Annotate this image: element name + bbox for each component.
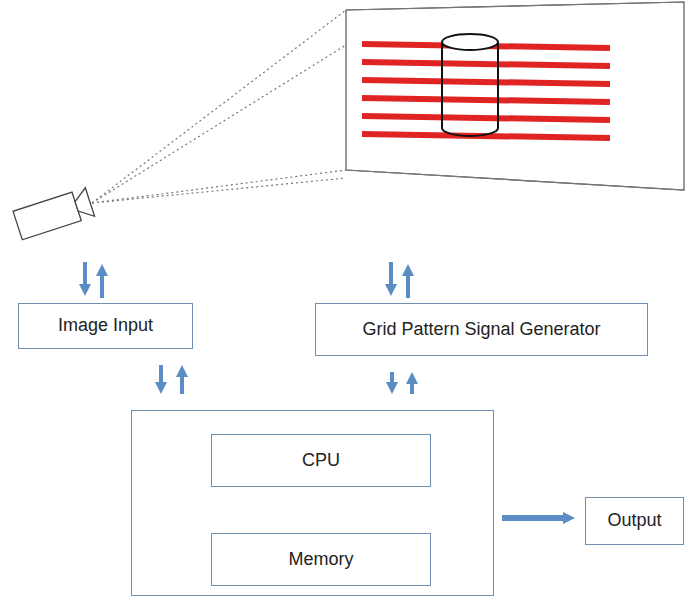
box-label: CPU (302, 450, 340, 472)
box-label: Image Input (58, 315, 153, 337)
cylinder-object (442, 34, 498, 136)
arrow-head (563, 512, 575, 524)
grid-stripes (362, 44, 610, 138)
arrow-shaft (159, 365, 163, 384)
device-arrows (79, 262, 414, 298)
flow-arrow (176, 365, 188, 394)
flow-arrow (502, 512, 575, 524)
input-box: Image Input (18, 303, 193, 349)
box-label: Grid Pattern Signal Generator (362, 319, 600, 341)
camera (13, 188, 95, 240)
projection-screen (346, 2, 684, 190)
arrow-shaft (502, 515, 565, 521)
flow-arrow (386, 372, 398, 394)
box-label: Memory (288, 549, 353, 571)
cpu-box: CPU (211, 434, 431, 487)
arrow-shaft (180, 375, 184, 394)
generator-box: Grid Pattern Signal Generator (315, 303, 648, 356)
arrow-head (386, 382, 398, 394)
box-label: Output (607, 510, 661, 532)
computer-box: CPU Memory (131, 410, 494, 596)
flow-arrow (406, 372, 418, 394)
arrow-head (155, 382, 167, 394)
arrow-head (176, 365, 188, 377)
projection-rays (92, 2, 684, 203)
flow-arrow (155, 365, 167, 394)
output-box: Output (585, 497, 684, 545)
arrow-head (406, 372, 418, 384)
memory-box: Memory (211, 533, 431, 586)
